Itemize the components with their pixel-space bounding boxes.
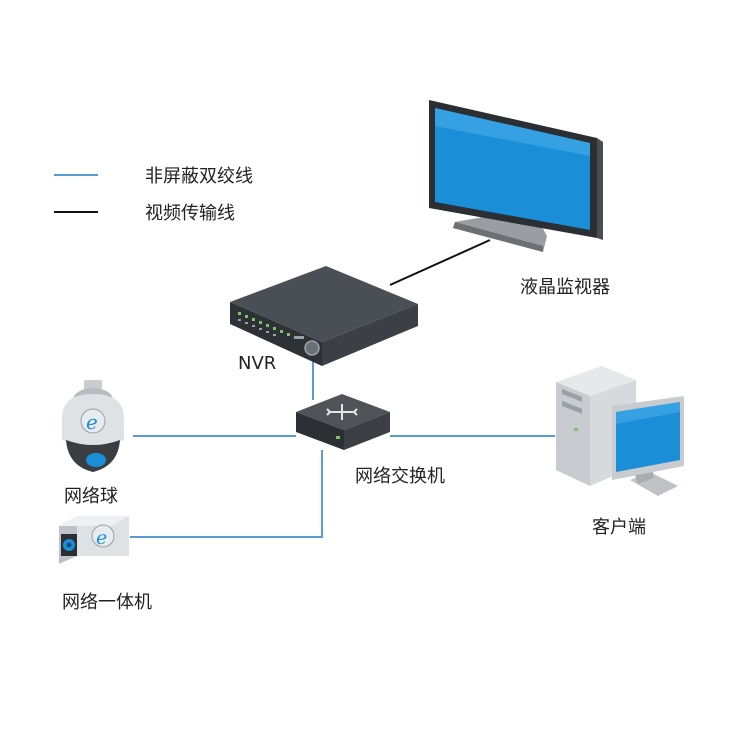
monitor-label: 液晶监视器 xyxy=(520,277,610,298)
dome-camera-icon: e xyxy=(62,380,124,472)
svg-text:e: e xyxy=(96,527,107,549)
twisted-pair-box-switch xyxy=(130,450,323,538)
legend-label-video-line: 视频传输线 xyxy=(145,203,235,224)
video-line-nvr-monitor xyxy=(389,239,491,286)
nvr-icon xyxy=(230,266,418,366)
client-computer-icon xyxy=(556,366,684,496)
client-label: 客户端 xyxy=(592,517,646,538)
legend-swatch-twisted-pair xyxy=(54,174,98,176)
switch-label: 网络交换机 xyxy=(355,466,445,487)
box-camera-icon: e xyxy=(59,516,129,564)
box-camera-label: 网络一体机 xyxy=(62,592,152,613)
network-switch-icon xyxy=(296,394,390,450)
nvr-label: NVR xyxy=(238,353,277,374)
svg-text:e: e xyxy=(86,410,98,434)
legend-swatch-video-line xyxy=(54,211,98,213)
legend-label-twisted-pair: 非屏蔽双绞线 xyxy=(145,166,253,187)
lcd-monitor-icon xyxy=(429,100,603,252)
dome-camera-label: 网络球 xyxy=(64,486,118,507)
